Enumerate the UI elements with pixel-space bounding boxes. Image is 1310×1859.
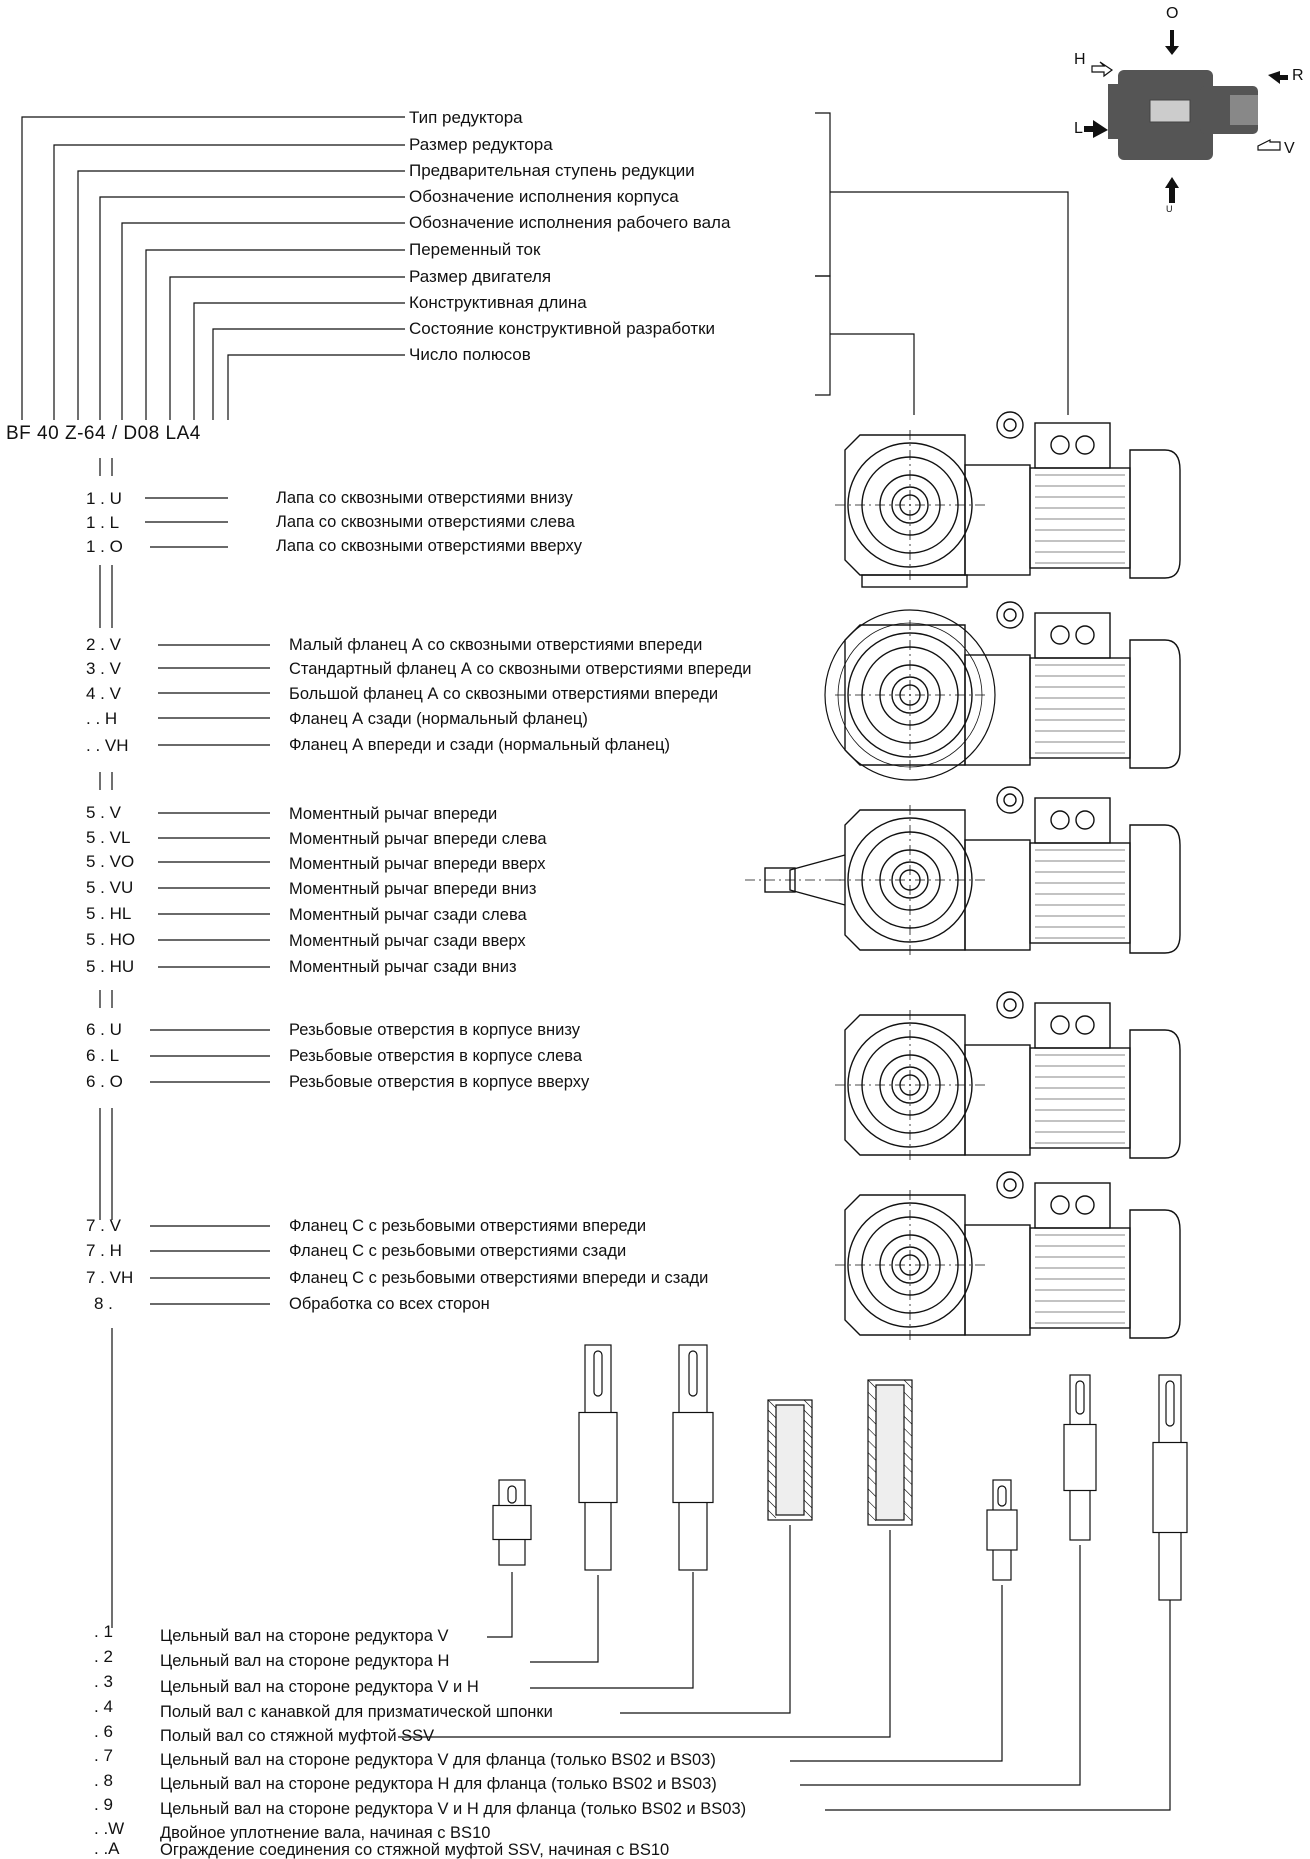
code-3v: 3 . V bbox=[86, 659, 121, 678]
desc-7v: Фланец С с резьбовыми отверстиями вперед… bbox=[289, 1217, 647, 1235]
code-h: . . H bbox=[86, 709, 118, 728]
shaft-desc-1: Цельный вал на стороне редуктора V bbox=[160, 1627, 449, 1645]
shaft-code-a: . .A bbox=[94, 1839, 120, 1858]
desc-h: Фланец А сзади (нормальный фланец) bbox=[289, 710, 588, 728]
shaft-drawing-3 bbox=[672, 1344, 714, 1571]
shaft-code-1: . 1 bbox=[94, 1622, 113, 1641]
shaft-desc-8: Цельный вал на стороне редуктора H для ф… bbox=[160, 1775, 717, 1793]
header-length: Конструктивная длина bbox=[409, 293, 587, 312]
gearmotor-1 bbox=[835, 411, 1181, 588]
shaft-drawing-4 bbox=[767, 1399, 813, 1521]
shaft-desc-w: Двойное уплотнение вала, начиная с BS10 bbox=[160, 1824, 491, 1842]
desc-1u: Лапа со сквозными отверстиями внизу bbox=[276, 489, 573, 507]
shaft-code-7: . 7 bbox=[94, 1746, 113, 1765]
shaft-code-8: . 8 bbox=[94, 1771, 113, 1790]
code-1u: 1 . U bbox=[86, 489, 122, 508]
desc-5hl: Моментный рычаг сзади слева bbox=[289, 906, 527, 924]
header-gear-size: Размер редуктора bbox=[409, 135, 553, 154]
orientation-icon bbox=[1084, 30, 1288, 203]
code-6o: 6 . O bbox=[86, 1072, 123, 1091]
code-5hl: 5 . HL bbox=[86, 904, 132, 923]
orient-u: U bbox=[1166, 204, 1173, 214]
type-code: BF 40 Z-64 / D08 LA4 bbox=[6, 423, 201, 444]
shaft-code-6: . 6 bbox=[94, 1722, 113, 1741]
header-pre-stage: Предварительная ступень редукции bbox=[409, 161, 695, 180]
desc-5vo: Моментный рычаг впереди вверх bbox=[289, 855, 546, 873]
shaft-desc-3: Цельный вал на стороне редуктора V и H bbox=[160, 1678, 479, 1696]
desc-6l: Резьбовые отверстия в корпусе слева bbox=[289, 1047, 583, 1065]
code-7v: 7 . V bbox=[86, 1216, 121, 1235]
shaft-desc-2: Цельный вал на стороне редуктора H bbox=[160, 1652, 450, 1670]
shaft-desc-4: Полый вал с канавкой для призматической … bbox=[160, 1703, 553, 1721]
orient-l: L bbox=[1074, 120, 1083, 137]
gearmotor-2 bbox=[824, 601, 1181, 781]
gearmotor-3 bbox=[745, 786, 1181, 955]
orient-r: R bbox=[1292, 67, 1304, 84]
shaft-drawing-1 bbox=[492, 1479, 532, 1566]
orient-h: H bbox=[1074, 51, 1086, 68]
header-design-state: Состояние конструктивной разработки bbox=[409, 319, 716, 338]
shaft-drawings bbox=[492, 1344, 1188, 1601]
desc-7vh: Фланец С с резьбовыми отверстиями вперед… bbox=[289, 1269, 709, 1287]
gearmotor-4 bbox=[835, 991, 1181, 1160]
shaft-code-9: . 9 bbox=[94, 1795, 113, 1814]
shaft-drawing-2 bbox=[578, 1344, 618, 1571]
desc-6u: Резьбовые отверстия в корпусе внизу bbox=[289, 1021, 580, 1039]
desc-6o: Резьбовые отверстия в корпусе вверху bbox=[289, 1073, 590, 1091]
code-vh: . . VH bbox=[86, 736, 129, 755]
desc-4v: Большой фланец А со сквозными отверстиям… bbox=[289, 685, 719, 703]
code-7vh: 7 . VH bbox=[86, 1268, 134, 1287]
shaft-desc-9: Цельный вал на стороне редуктора V и H д… bbox=[160, 1800, 747, 1818]
desc-7h: Фланец С с резьбовыми отверстиями сзади bbox=[289, 1242, 627, 1260]
desc-5v: Моментный рычаг впереди bbox=[289, 805, 498, 823]
gearmotor-5 bbox=[835, 1171, 1181, 1340]
code-5hu: 5 . HU bbox=[86, 957, 135, 976]
desc-8: Обработка со всех сторон bbox=[289, 1295, 490, 1313]
desc-2v: Малый фланец А со сквозными отверстиями … bbox=[289, 636, 703, 654]
code-1o: 1 . O bbox=[86, 537, 123, 556]
code-8: 8 . bbox=[94, 1294, 113, 1313]
header-motor-size: Размер двигателя bbox=[409, 267, 552, 286]
shaft-code-w: . .W bbox=[94, 1819, 125, 1838]
code-5v: 5 . V bbox=[86, 803, 121, 822]
code-4v: 4 . V bbox=[86, 684, 121, 703]
header-housing: Обозначение исполнения корпуса bbox=[409, 187, 679, 206]
shaft-code-2: . 2 bbox=[94, 1647, 113, 1666]
orient-o: O bbox=[1166, 5, 1179, 22]
gearmotor-drawings bbox=[745, 411, 1181, 1340]
code-1l: 1 . L bbox=[86, 513, 120, 532]
desc-5ho: Моментный рычаг сзади вверх bbox=[289, 932, 526, 950]
desc-1l: Лапа со сквозными отверстиями слева bbox=[276, 513, 575, 531]
shaft-drawing-6 bbox=[986, 1479, 1018, 1581]
shaft-desc-7: Цельный вал на стороне редуктора V для ф… bbox=[160, 1751, 716, 1769]
header-gear-type: Тип редуктора bbox=[409, 108, 523, 127]
header-ac: Переменный ток bbox=[409, 240, 541, 259]
desc-5vu: Моментный рычаг впереди вниз bbox=[289, 880, 537, 898]
desc-5hu: Моментный рычаг сзади вниз bbox=[289, 958, 517, 976]
shaft-drawing-7 bbox=[1063, 1374, 1097, 1541]
code-5vl: 5 . VL bbox=[86, 828, 131, 847]
code-6l: 6 . L bbox=[86, 1046, 120, 1065]
shaft-desc-6: Полый вал со стяжной муфтой SSV bbox=[160, 1727, 435, 1745]
code-7h: 7 . H bbox=[86, 1241, 122, 1260]
orient-v: V bbox=[1284, 140, 1295, 157]
code-5ho: 5 . HO bbox=[86, 930, 136, 949]
shaft-drawing-5 bbox=[867, 1379, 913, 1526]
code-5vu: 5 . VU bbox=[86, 878, 134, 897]
desc-1o: Лапа со сквозными отверстиями вверху bbox=[276, 537, 583, 555]
shaft-code-4: . 4 bbox=[94, 1697, 113, 1716]
shaft-code-3: . 3 bbox=[94, 1672, 113, 1691]
desc-3v: Стандартный фланец А со сквозными отверс… bbox=[289, 660, 752, 678]
code-5vo: 5 . VO bbox=[86, 852, 135, 871]
code-6u: 6 . U bbox=[86, 1020, 122, 1039]
shaft-drawing-8 bbox=[1152, 1374, 1188, 1601]
shaft-desc-a: Ограждение соединения со стяжной муфтой … bbox=[160, 1841, 670, 1859]
desc-5vl: Моментный рычаг впереди слева bbox=[289, 830, 547, 848]
header-output-shaft: Обозначение исполнения рабочего вала bbox=[409, 213, 731, 232]
header-poles: Число полюсов bbox=[409, 345, 531, 364]
code-2v: 2 . V bbox=[86, 635, 121, 654]
desc-vh: Фланец А впереди и сзади (нормальный фла… bbox=[289, 736, 670, 754]
